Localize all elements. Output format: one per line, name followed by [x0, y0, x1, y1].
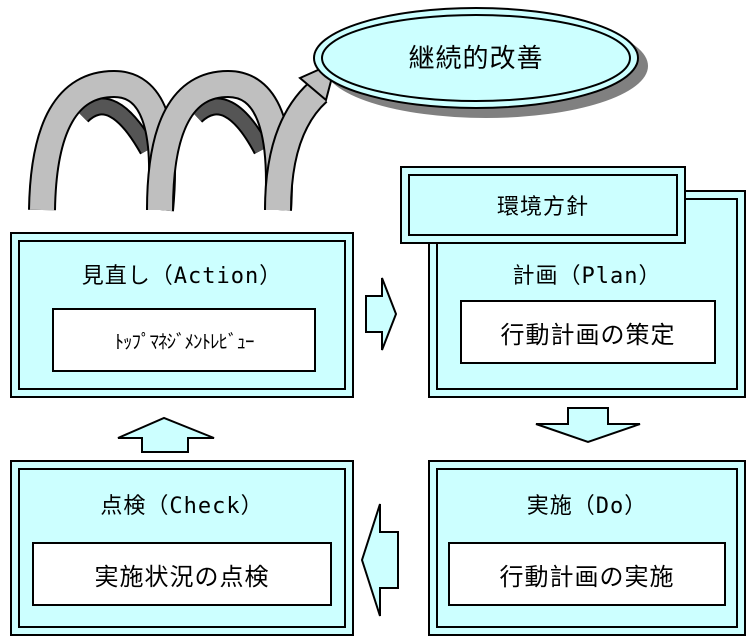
do-title: 実施（Do）: [526, 494, 648, 519]
action-box: 見直し（Action） ﾄｯﾌﾟﾏﾈｼﾞﾒﾝﾄﾚﾋﾞｭｰ: [10, 232, 354, 398]
check-title: 点検（Check）: [100, 494, 264, 519]
action-title: 見直し（Action）: [81, 264, 283, 289]
arrow-right-icon: [365, 277, 398, 351]
arrow-left-icon: [360, 503, 399, 617]
arrow-up-icon: [117, 416, 215, 453]
goal-label: 継続的改善: [408, 44, 544, 74]
plan-title: 計画（Plan）: [512, 264, 662, 289]
action-content: ﾄｯﾌﾟﾏﾈｼﾞﾒﾝﾄﾚﾋﾞｭｰ: [52, 308, 316, 372]
do-box: 実施（Do） 行動計画の実施: [428, 460, 746, 636]
arrow-down-icon: [535, 407, 641, 444]
check-content: 実施状況の点検: [32, 542, 332, 606]
check-box: 点検（Check） 実施状況の点検: [10, 460, 354, 636]
plan-content: 行動計画の策定: [460, 300, 716, 364]
do-content: 行動計画の実施: [448, 542, 726, 606]
policy-tab: 環境方針: [400, 166, 686, 244]
